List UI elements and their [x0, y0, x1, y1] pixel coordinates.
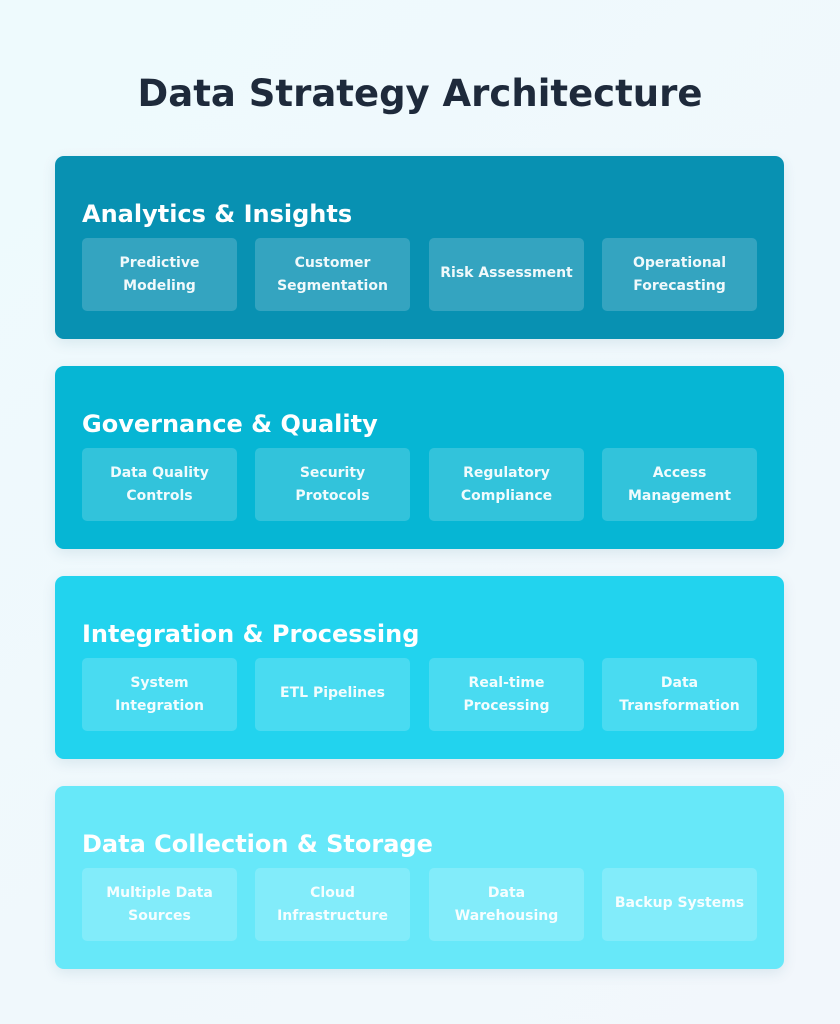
card-label: Security Protocols	[295, 464, 370, 504]
card-access-management: Access Management	[602, 448, 757, 521]
card-label: Predictive Modeling	[119, 254, 200, 294]
card-security-protocols: Security Protocols	[255, 448, 410, 521]
card-label: Access Management	[627, 464, 732, 504]
card-risk-assessment: Risk Assessment	[429, 238, 584, 311]
layer-title: Integration & Processing	[82, 620, 420, 648]
card-label: Data Warehousing	[454, 884, 559, 924]
card-system-integration: System Integration	[82, 658, 237, 731]
card-label: Multiple Data Sources	[106, 884, 213, 924]
card-label: ETL Pipelines	[280, 685, 385, 701]
card-label: Customer Segmentation	[277, 254, 388, 294]
card-etl-pipelines: ETL Pipelines	[255, 658, 410, 731]
card-label: Regulatory Compliance	[460, 464, 553, 504]
card-multiple-data-sources: Multiple Data Sources	[82, 868, 237, 941]
card-label: System Integration	[115, 674, 204, 714]
layer-integration-processing: Integration & Processing System Integrat…	[55, 576, 784, 759]
page-title: Data Strategy Architecture	[137, 72, 703, 115]
card-cloud-infrastructure: Cloud Infrastructure	[255, 868, 410, 941]
layer-governance-quality: Governance & Quality Data Quality Contro…	[55, 366, 784, 549]
card-label: Real-time Processing	[463, 674, 550, 714]
card-label: Risk Assessment	[440, 265, 573, 281]
card-real-time-processing: Real-time Processing	[429, 658, 584, 731]
card-predictive-modeling: Predictive Modeling	[82, 238, 237, 311]
layer-title: Analytics & Insights	[82, 200, 353, 228]
card-label: Backup Systems	[614, 895, 745, 911]
layer-analytics-insights: Analytics & Insights Predictive Modeling…	[55, 156, 784, 339]
card-data-transformation: Data Transformation	[602, 658, 757, 731]
layer-title: Governance & Quality	[82, 410, 378, 438]
card-operational-forecasting: Operational Forecasting	[602, 238, 757, 311]
card-customer-segmentation: Customer Segmentation	[255, 238, 410, 311]
card-label: Data Transformation	[619, 674, 740, 714]
layer-data-collection-storage: Data Collection & Storage Multiple Data …	[55, 786, 784, 969]
card-label: Data Quality Controls	[110, 464, 209, 504]
card-data-warehousing: Data Warehousing	[429, 868, 584, 941]
card-label: Operational Forecasting	[632, 254, 727, 294]
card-regulatory-compliance: Regulatory Compliance	[429, 448, 584, 521]
card-label: Cloud Infrastructure	[277, 884, 388, 924]
layer-title: Data Collection & Storage	[82, 830, 433, 858]
card-data-quality-controls: Data Quality Controls	[82, 448, 237, 521]
card-backup-systems: Backup Systems	[602, 868, 757, 941]
